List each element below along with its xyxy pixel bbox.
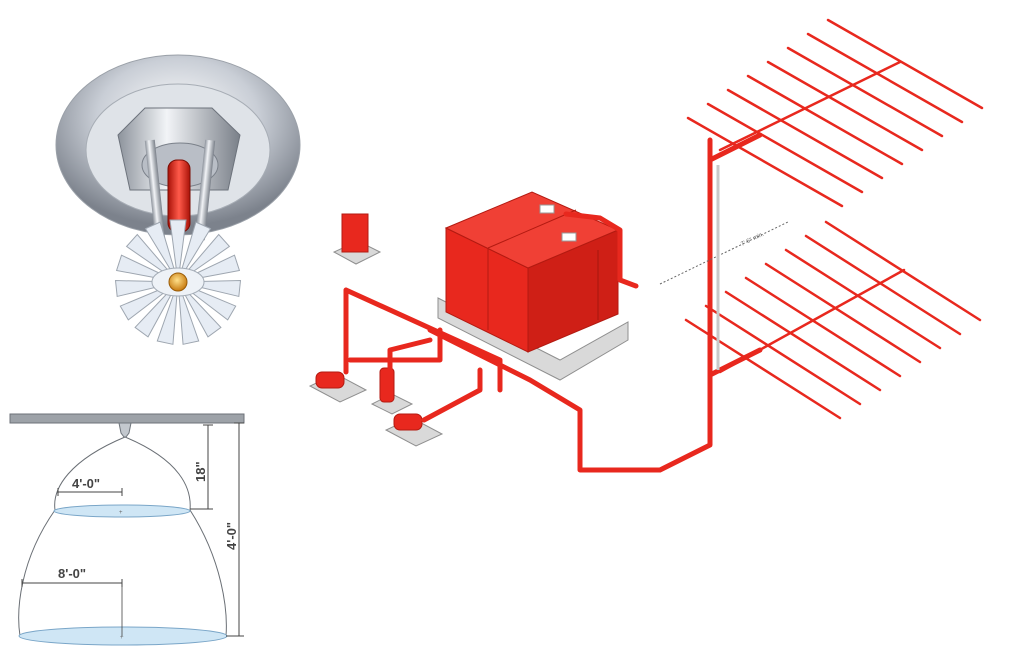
lower-branch-7 [704,304,862,406]
riser-spacing-dim-line [659,221,789,285]
tank-overflow [563,211,639,289]
sprinkler-head-icon [55,54,301,345]
upper-sprinkler-grid [686,18,984,208]
upper-branch-4 [766,60,924,152]
pump-body-3 [393,413,423,431]
total-drop-label: 4'-0" [224,522,239,550]
lower-branch-8 [684,318,842,420]
pump-body-1 [315,371,345,389]
fire-pumps [308,367,444,447]
upper-branch-2 [806,32,964,124]
upper-drop-label: 18" [193,461,208,482]
upper-disc-center-mark: + [119,510,123,516]
lower-branch-2 [804,234,962,336]
pump-discharge-2 [387,337,433,371]
spray-pattern-diagram: + + 4'-0" 8'-0" 18" 4'-0" [9,413,245,646]
water-storage-tanks [437,191,629,381]
upper-spray-disc [53,504,191,518]
lower-width-label: 8'-0" [58,566,86,581]
tank-hatch-1 [539,204,555,214]
control-panel [332,213,382,265]
deflector [114,219,242,345]
control-panel-cabinet [341,213,369,253]
upper-branch-8 [686,116,844,208]
pendent-head-symbol [118,422,132,438]
main-piping [343,132,763,473]
upper-width-label: 4'-0" [72,476,100,491]
lower-branch-5 [744,276,902,378]
upper-branch-5 [746,74,904,166]
upper-branch-3 [786,46,944,138]
lower-branch-3 [784,248,942,350]
tank-divider [487,209,577,249]
pump-body-2 [379,367,395,403]
upper-branch-1 [826,18,984,110]
riser-spacing-label: 7' 6" min. [740,231,765,247]
upper-cross-main [718,60,902,152]
piping-system-diagram: 7' 6" min. [308,132,789,473]
lower-sprinkler-grid [684,220,982,420]
lower-branch-6 [724,290,882,392]
pump-discharge-3 [421,367,483,423]
tank-base [437,297,629,381]
frame-arm-left [144,139,166,241]
tank-hatch-2 [561,232,577,242]
lower-disc-center-mark: + [120,635,124,641]
pump-discharge-1 [347,327,443,363]
lower-branch-1 [824,220,982,322]
upper-branch-6 [726,88,884,180]
deflector-plug [168,272,188,292]
frame-arm-right [194,139,216,241]
lower-branch-4 [764,262,922,364]
riser-to-upper-main [707,132,763,163]
suction-header [343,287,503,393]
upper-branch-7 [706,102,864,194]
discharge-main [427,137,713,473]
ceiling-slab [9,413,245,424]
